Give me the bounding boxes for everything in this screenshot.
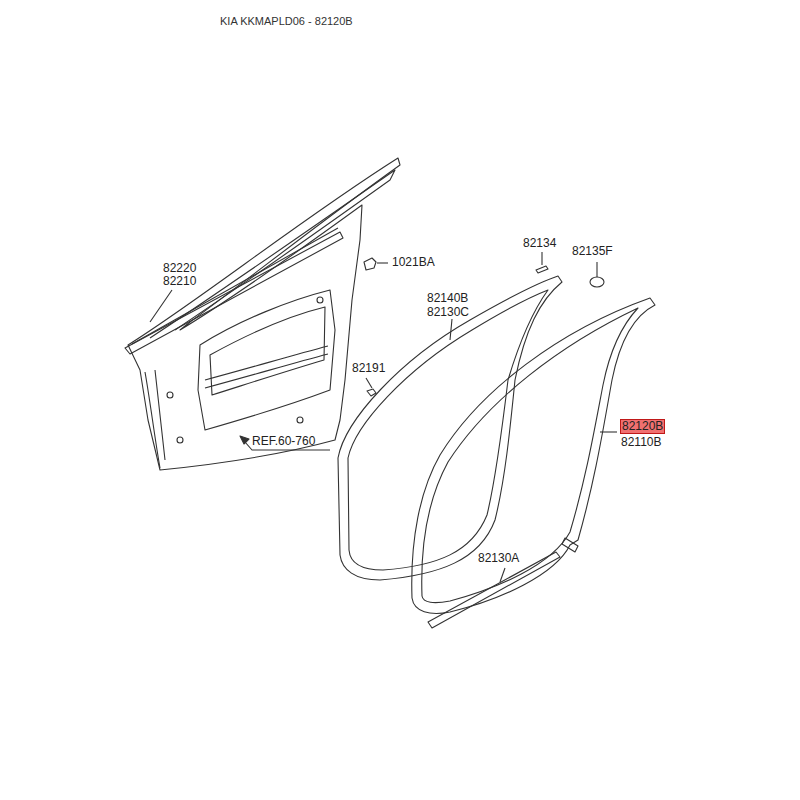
belt-molding-inner bbox=[132, 228, 338, 344]
door-shell bbox=[125, 158, 400, 470]
part-number: 82210 bbox=[163, 275, 196, 288]
part-number: 1021BA bbox=[392, 256, 435, 269]
belt-molding bbox=[125, 232, 343, 354]
body-weatherstrip bbox=[412, 298, 655, 613]
part-number: 82134 bbox=[523, 237, 556, 250]
clip-82135f bbox=[590, 277, 604, 287]
leader-line bbox=[500, 568, 505, 582]
door-hole bbox=[297, 417, 303, 423]
body-weatherstrip-end bbox=[562, 538, 578, 552]
leader-line bbox=[377, 262, 388, 263]
door-weatherstrip-inner bbox=[348, 290, 548, 570]
leader-line bbox=[450, 319, 452, 340]
door-weatherstrip bbox=[338, 276, 562, 580]
clip-1021ba bbox=[364, 258, 376, 270]
part-number: 82110B bbox=[621, 436, 661, 449]
clip-82134 bbox=[536, 266, 548, 273]
door-hole bbox=[317, 297, 323, 303]
door-hinge-edge bbox=[145, 370, 165, 468]
diagram-title: KIA KKMAPLD06 - 82120B bbox=[220, 15, 353, 28]
leader-line bbox=[596, 262, 597, 277]
part-number: 82140B bbox=[427, 292, 468, 305]
part-number: 82130A bbox=[478, 552, 519, 565]
leader-line bbox=[541, 252, 542, 265]
door-inner-panel bbox=[198, 290, 335, 430]
sill-strip bbox=[428, 552, 560, 628]
part-number: 82220 bbox=[163, 262, 196, 275]
leader-line bbox=[600, 431, 617, 432]
door-hole bbox=[177, 437, 183, 443]
part-number: 82130C bbox=[427, 306, 469, 319]
door-trim-line bbox=[205, 346, 328, 388]
part-number: 82135F bbox=[572, 245, 613, 258]
door-hole bbox=[167, 392, 173, 398]
part-number: 82191 bbox=[352, 362, 385, 375]
leader-line bbox=[366, 378, 372, 388]
reference-arrowhead bbox=[240, 436, 249, 444]
leader-line bbox=[150, 290, 172, 322]
body-weatherstrip-inner bbox=[422, 308, 638, 603]
part-number: REF.60-760 bbox=[252, 435, 315, 448]
door-outline bbox=[128, 158, 400, 470]
plug-82191 bbox=[367, 389, 376, 396]
highlighted-part-number: 82120B bbox=[621, 420, 664, 433]
